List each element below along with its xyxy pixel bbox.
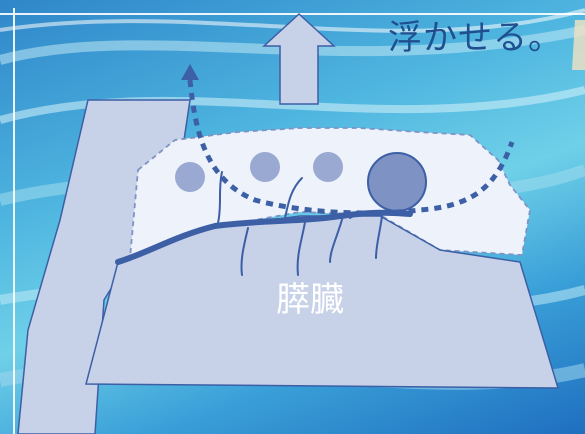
lymph-node-2: [250, 152, 280, 182]
organ-label: 膵臓: [276, 280, 344, 320]
lymph-node-large: [367, 152, 427, 212]
corner-shape: [572, 20, 585, 70]
dissection-line: [187, 79, 515, 216]
lymph-node-1: [175, 162, 205, 192]
up-arrow-icon: [262, 12, 336, 105]
frame-lines: [0, 8, 585, 434]
dissection-arrowhead: [181, 64, 199, 80]
slide-title: 浮かせる。: [388, 18, 563, 58]
lymph-node-3: [313, 152, 343, 182]
tissue-region: [128, 127, 531, 260]
